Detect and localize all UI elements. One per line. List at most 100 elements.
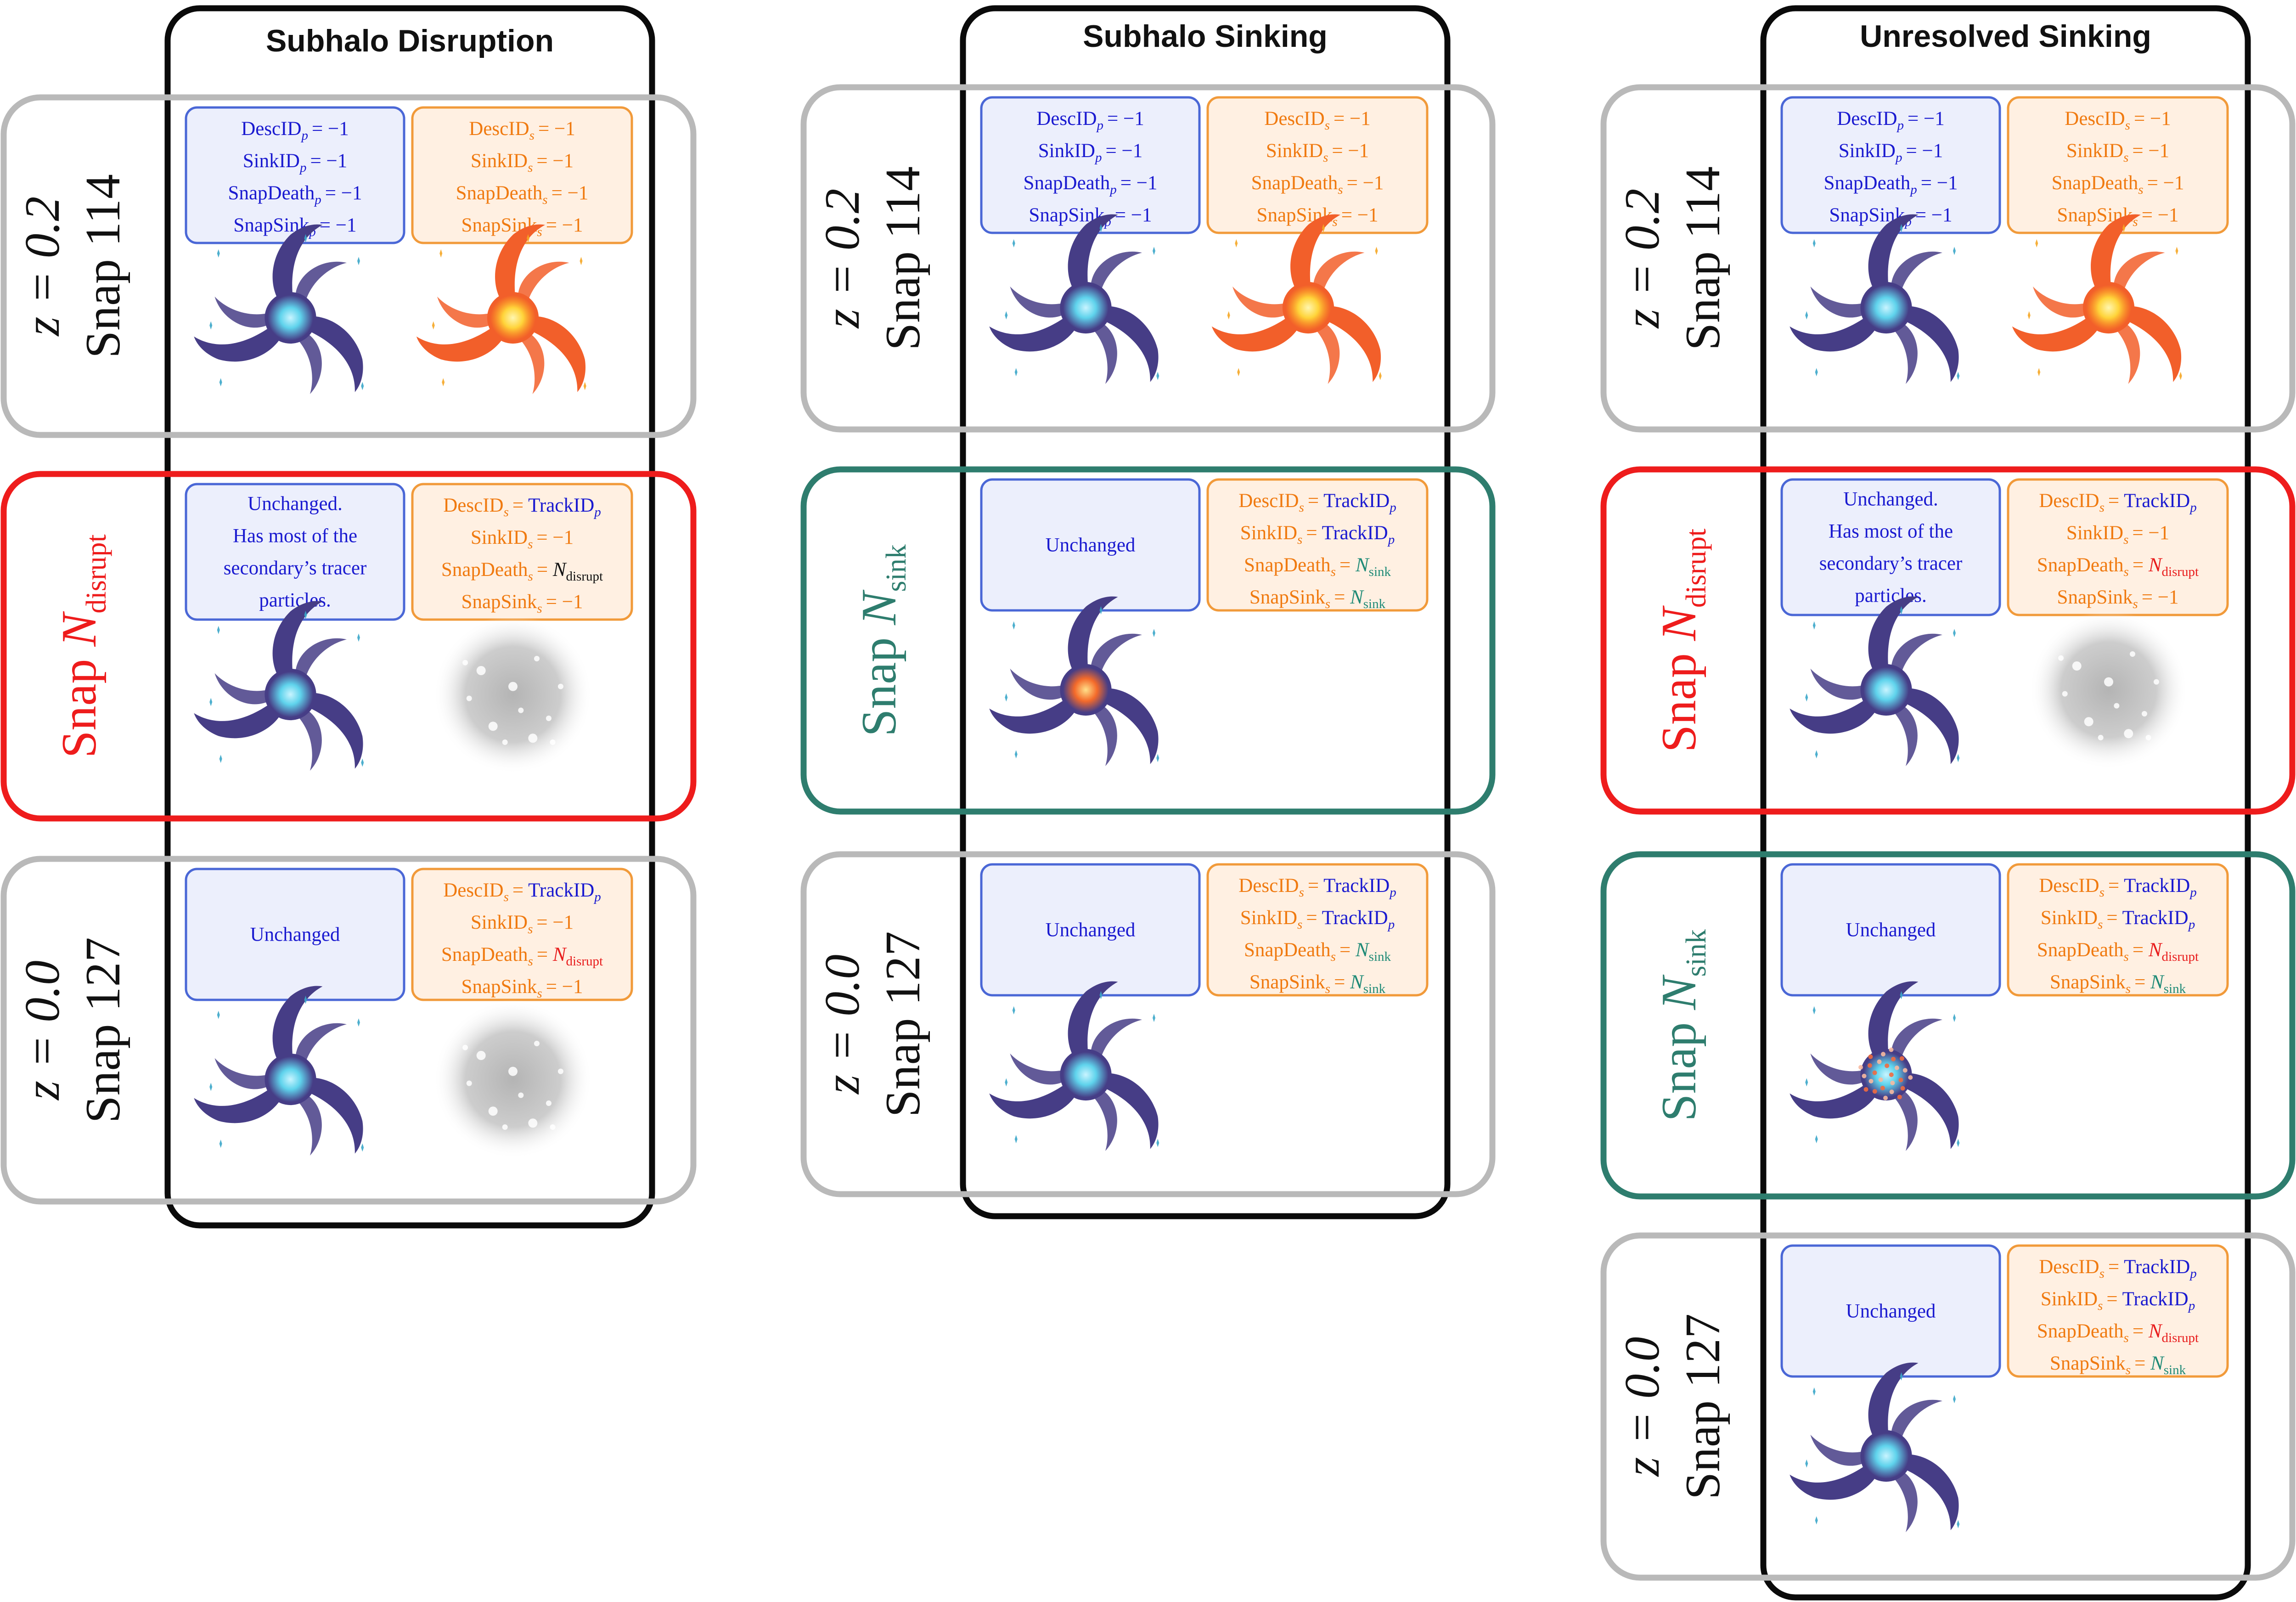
- secondary-property-line: DescIDs= TrackIDp: [2039, 875, 2197, 900]
- snapshot-label: Snap Ndisrupt: [1652, 529, 1712, 752]
- primary-property-line: SinkIDp= −1: [243, 150, 348, 175]
- secondary-property-line: DescIDs= −1: [469, 118, 575, 143]
- column-frame: [164, 5, 655, 1229]
- secondary-property-line: SinkIDs= TrackIDp: [2041, 907, 2195, 932]
- redshift-label: z = 0.2: [815, 189, 870, 329]
- primary-note: particles.: [259, 590, 331, 611]
- snapshot-row-outline: [800, 84, 1496, 433]
- primary-note: Unchanged.: [248, 493, 343, 515]
- snapshot-event-label: Snap Ndisrupt: [52, 534, 112, 758]
- secondary-property-line: SinkIDs= TrackIDp: [1240, 522, 1395, 547]
- primary-note: Has most of the: [1829, 521, 1953, 542]
- blue-spiral-galaxy-icon: [1790, 596, 1960, 766]
- secondary-property-line: SnapSinks= −1: [1257, 204, 1379, 229]
- snapshot-row-outline: [800, 466, 1496, 815]
- primary-note: Unchanged: [1846, 1301, 1936, 1322]
- blue-spiral-galaxy-icon: [989, 214, 1159, 384]
- secondary-property-line: SnapSinks= −1: [461, 214, 583, 239]
- snapshot-event-label: Snap Nsink: [852, 544, 912, 736]
- snapshot-event-label: Snap Ndisrupt: [1652, 529, 1712, 752]
- snapshot-row-outline: [800, 851, 1496, 1197]
- orange-spiral-galaxy-icon: [1211, 214, 1382, 384]
- snapshot-row-outline: [0, 471, 697, 822]
- snapshot-row-outline: [0, 856, 697, 1205]
- primary-property-line: SinkIDp= −1: [1839, 140, 1943, 165]
- speckled-spiral-galaxy-icon: [1790, 981, 1960, 1151]
- snapshot-row-outline: [1600, 466, 2296, 815]
- snapshot-row-outline: [1600, 851, 2296, 1200]
- secondary-property-line: DescIDs= −1: [1264, 108, 1370, 133]
- secondary-property-line: DescIDs= TrackIDp: [2039, 1256, 2197, 1281]
- blue-spiral-galaxy-icon: [194, 224, 364, 394]
- secondary-property-line: SnapSinks= −1: [2057, 204, 2179, 229]
- snapshot-label: Snap Nsink: [1652, 929, 1712, 1121]
- secondary-property-line: SinkIDs= −1: [471, 527, 574, 552]
- redshift-label: z = 0.0: [1615, 1337, 1670, 1478]
- secondary-property-line: SnapDeaths= Ndisrupt: [2037, 939, 2199, 964]
- secondary-property-line: SnapSinks= Nsink: [1249, 587, 1386, 611]
- column-frame: [960, 5, 1451, 1219]
- secondary-property-line: SnapDeaths= Ndisrupt: [2037, 554, 2199, 579]
- primary-note: secondary’s tracer: [224, 558, 367, 579]
- secondary-property-line: SinkIDs= −1: [2066, 140, 2169, 165]
- orange-spiral-galaxy-icon: [2012, 214, 2182, 384]
- primary-note: Unchanged: [1846, 919, 1936, 941]
- secondary-property-line: SinkIDs= −1: [471, 150, 574, 175]
- primary-property-line: SinkIDp= −1: [1038, 140, 1143, 165]
- secondary-property-line: SinkIDs= −1: [2066, 522, 2169, 547]
- secondary-subhalo-box: [411, 868, 633, 1001]
- snapshot-number-label: Snap 127: [76, 937, 130, 1123]
- snapshot-number-label: Snap 127: [1676, 1314, 1730, 1500]
- primary-note: secondary’s tracer: [1819, 553, 1963, 575]
- primary-property-line: SnapSinkp= −1: [1029, 204, 1152, 229]
- primary-note: Has most of the: [233, 525, 357, 547]
- redshift-label: z = 0.0: [815, 954, 870, 1095]
- secondary-property-line: SinkIDs= −1: [471, 912, 574, 936]
- column-frame: [1760, 5, 2251, 1601]
- primary-note: Unchanged.: [1843, 489, 1938, 510]
- secondary-property-line: SnapDeaths= −1: [2052, 172, 2184, 197]
- secondary-property-line: SinkIDs= TrackIDp: [2041, 1288, 2195, 1313]
- secondary-property-line: SnapDeaths= Ndisrupt: [441, 559, 603, 584]
- primary-property-line: DescIDp= −1: [1837, 108, 1945, 133]
- snapshot-number-label: Snap 114: [76, 174, 130, 358]
- primary-property-line: SnapDeathp= −1: [1024, 172, 1158, 197]
- secondary-property-line: DescIDs= TrackIDp: [1238, 875, 1396, 900]
- blue-spiral-galaxy-icon: [1790, 214, 1960, 384]
- column-title: Subhalo Sinking: [1083, 19, 1328, 54]
- snapshot-row-outline: [1600, 84, 2296, 433]
- blue-spiral-galaxy-icon: [194, 601, 364, 771]
- secondary-property-line: SnapDeaths= Ndisrupt: [2037, 1320, 2199, 1345]
- secondary-property-line: SnapSinks= −1: [461, 976, 583, 1001]
- primary-property-line: SnapDeathp= −1: [1824, 172, 1958, 197]
- secondary-subhalo-box: [2007, 1244, 2229, 1378]
- disrupted-cloud-icon: [433, 615, 593, 774]
- redshift-label: z = 0.0: [15, 960, 70, 1101]
- primary-property-line: SnapDeathp= −1: [228, 182, 362, 207]
- snapshot-row-outline: [0, 94, 697, 438]
- blue-spiral-galaxy-icon: [194, 986, 364, 1156]
- secondary-property-line: SnapDeaths= Nsink: [1244, 939, 1391, 964]
- secondary-property-line: SnapDeaths= −1: [1251, 172, 1384, 197]
- secondary-property-line: DescIDs= TrackIDp: [1238, 490, 1396, 515]
- blue-spiral-galaxy-icon: [1790, 1362, 1960, 1532]
- secondary-property-line: DescIDs= −1: [2065, 108, 2171, 133]
- secondary-property-line: SnapDeaths= Nsink: [1244, 554, 1391, 579]
- column-title: Unresolved Sinking: [1860, 19, 2151, 54]
- orange-spiral-galaxy-icon: [416, 224, 586, 394]
- secondary-subhalo-box: [1206, 478, 1429, 612]
- snapshot-event-label: Snap Nsink: [1652, 929, 1712, 1121]
- snapshot-row-outline: [1600, 1232, 2296, 1581]
- secondary-subhalo-box: [1206, 863, 1429, 997]
- snapshot-number-label: Snap 127: [876, 931, 930, 1117]
- secondary-property-line: SnapSinks= −1: [2057, 587, 2179, 611]
- snapshot-number-label: Snap 114: [876, 166, 930, 350]
- redshift-label: z = 0.2: [1615, 189, 1670, 329]
- primary-note: particles.: [1855, 585, 1926, 607]
